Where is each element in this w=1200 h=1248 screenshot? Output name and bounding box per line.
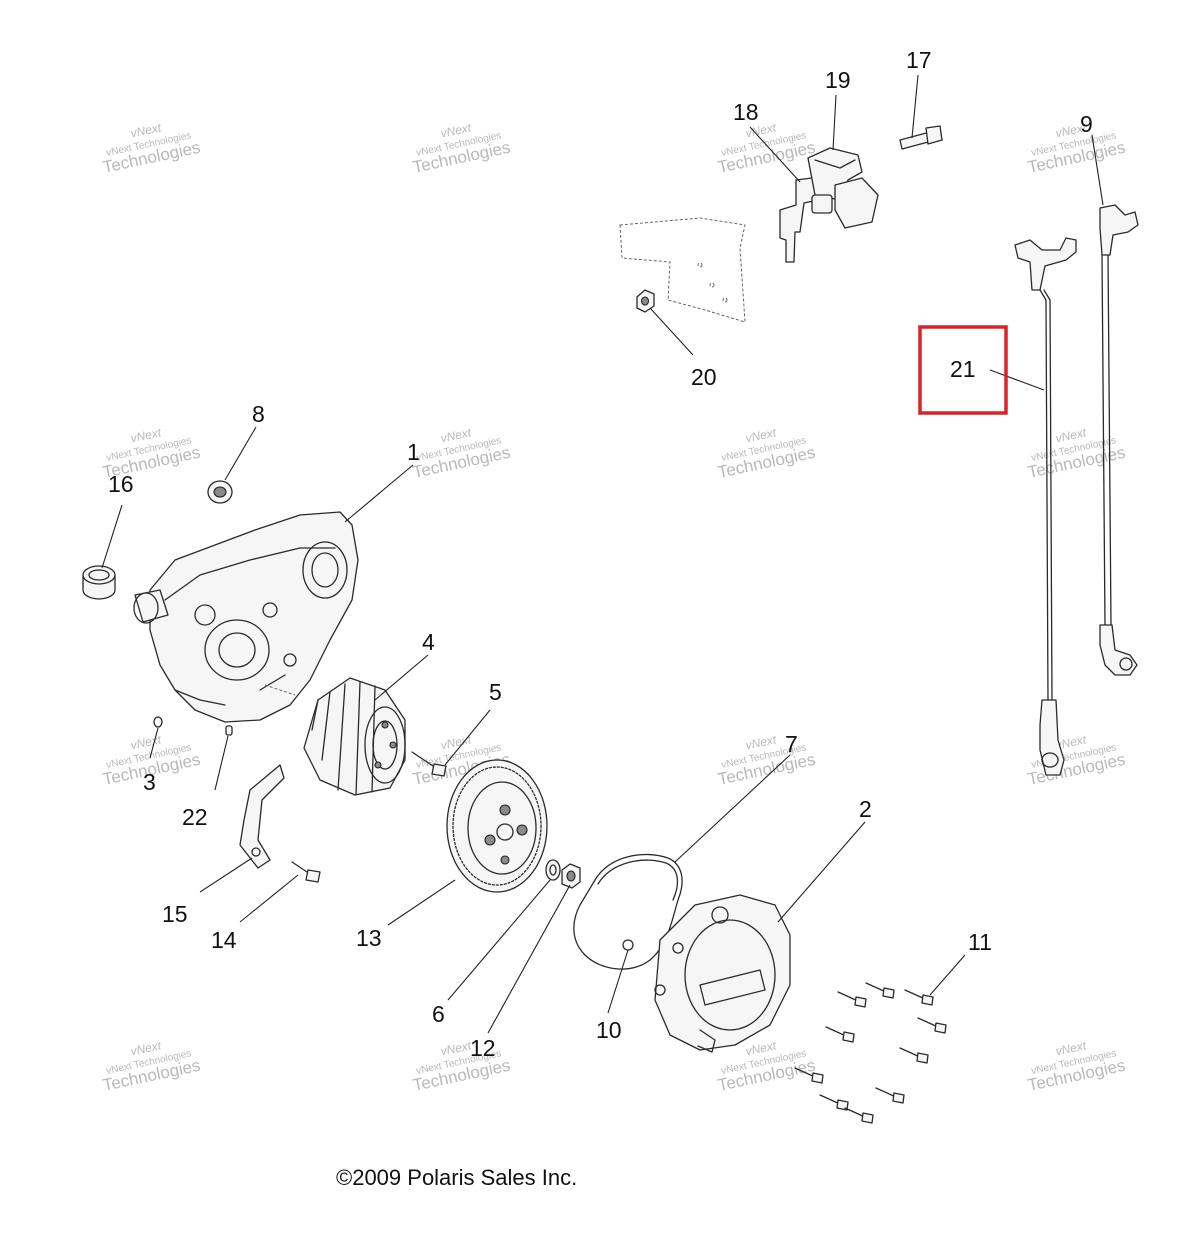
callout-13[interactable]: 13 (356, 925, 382, 951)
callout-12[interactable]: 12 (470, 1035, 496, 1061)
watermark-text: vNext (439, 732, 473, 752)
part-seal[interactable] (82, 565, 116, 600)
cover-bolt (844, 1107, 874, 1124)
callout-20[interactable]: 20 (691, 364, 717, 390)
cover-bolt (825, 1026, 855, 1043)
callout-15[interactable]: 15 (162, 901, 188, 927)
callout-10[interactable]: 10 (596, 1017, 622, 1043)
part-coil-bracket[interactable] (779, 177, 819, 263)
part-spark-plug-wire-9[interactable] (1099, 204, 1139, 676)
watermark-text: vNext (744, 120, 778, 140)
watermark-text: vNext (129, 425, 163, 445)
callout-19[interactable]: 19 (825, 67, 851, 93)
watermark-text: vNext (439, 120, 473, 140)
part-stator-bolt[interactable] (411, 751, 447, 777)
watermark-text: vNext (744, 425, 778, 445)
part-crankcase[interactable] (133, 511, 359, 723)
callout-1[interactable]: 1 (407, 439, 420, 465)
callout-18[interactable]: 18 (733, 99, 759, 125)
callout-7[interactable]: 7 (785, 731, 798, 757)
callout-labels: 1 2 3 4 5 6 7 8 9 10 11 12 13 14 15 16 1… (108, 47, 1093, 1061)
callout-8[interactable]: 8 (252, 401, 265, 427)
callout-14[interactable]: 14 (211, 927, 237, 953)
part-flywheel[interactable] (446, 759, 548, 893)
watermark-text: vNext (744, 1038, 778, 1058)
callout-9[interactable]: 9 (1080, 111, 1093, 137)
highlight-box-callout-21 (918, 325, 1008, 415)
part-spark-plug-wire-21[interactable] (1014, 237, 1077, 776)
callout-22[interactable]: 22 (182, 804, 208, 830)
watermark-text: vNext (1054, 1038, 1088, 1058)
callout-16[interactable]: 16 (108, 471, 134, 497)
cover-bolt (819, 1094, 849, 1111)
callout-17[interactable]: 17 (906, 47, 932, 73)
watermark-text: vNext (1054, 732, 1088, 752)
part-dowel-pin[interactable] (225, 725, 233, 736)
watermark-text: vNext (1054, 425, 1088, 445)
cover-bolt (904, 989, 934, 1006)
watermark-text: vNext (129, 1038, 163, 1058)
callout-3[interactable]: 3 (143, 769, 156, 795)
part-cover-bolts[interactable] (794, 982, 947, 1124)
cover-bolt (865, 982, 895, 999)
callout-11[interactable]: 11 (968, 929, 992, 955)
part-mounting-plate (619, 217, 746, 323)
part-stator-cover[interactable] (654, 894, 791, 1053)
cover-bolt (837, 991, 867, 1008)
part-ignition-coil[interactable] (807, 147, 879, 229)
watermark-text: vNext (129, 120, 163, 140)
part-flywheel-nut[interactable] (561, 863, 581, 889)
callout-2[interactable]: 2 (859, 796, 872, 822)
watermark-text: vNext (439, 425, 473, 445)
part-bracket-bolt[interactable] (291, 861, 321, 883)
copyright-text: ©2009 Polaris Sales Inc. (336, 1165, 578, 1190)
callout-5[interactable]: 5 (489, 679, 502, 705)
callout-21[interactable]: 21 (950, 356, 976, 382)
cover-bolt (794, 1067, 824, 1084)
part-stator[interactable] (303, 677, 406, 796)
watermark-text: vNext (744, 732, 778, 752)
leader-lines (101, 74, 1104, 1034)
callout-4[interactable]: 4 (422, 629, 435, 655)
part-coil-bolt[interactable] (899, 125, 943, 150)
part-small-o-ring[interactable] (622, 939, 634, 951)
cover-bolt (917, 1017, 947, 1034)
cover-bolt (899, 1047, 929, 1064)
watermark-text: vNext (1054, 120, 1088, 140)
watermark-text: vNext (439, 1038, 473, 1058)
part-washer[interactable] (545, 859, 561, 881)
part-bearing[interactable] (207, 480, 233, 504)
watermark-text: vNext (129, 732, 163, 752)
part-bracket[interactable] (239, 764, 285, 869)
callout-6[interactable]: 6 (432, 1001, 445, 1027)
part-coil-nut[interactable] (636, 289, 655, 313)
part-o-ring[interactable] (153, 716, 163, 728)
cover-bolt (875, 1087, 905, 1104)
